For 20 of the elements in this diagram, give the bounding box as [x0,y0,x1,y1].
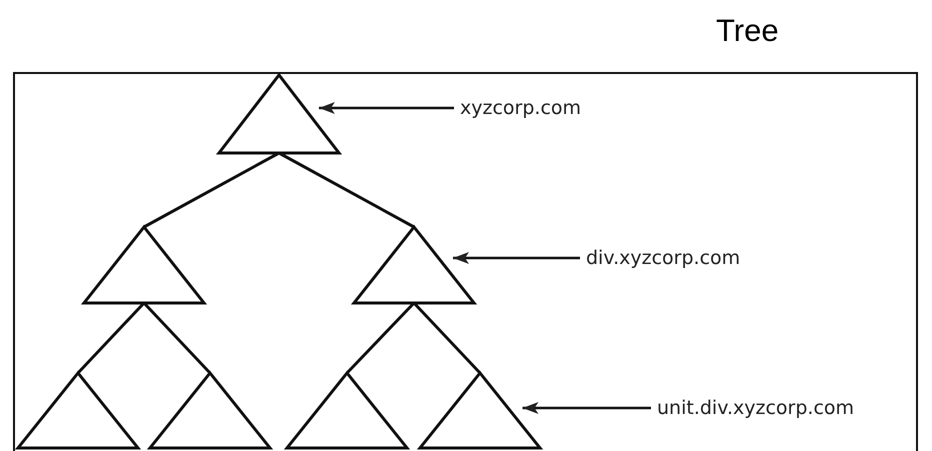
triangle-shape [83,226,205,304]
heading: Tree [716,14,779,48]
tree-branch-line [142,302,212,374]
tree-branch-line [76,302,146,374]
leader-arrow [453,252,580,264]
triangle-shape [419,372,541,449]
triangle-shape [17,372,139,449]
domain-label: xyzcorp.com [460,96,582,120]
leader-arrow [522,402,651,414]
leader-arrow [318,102,454,114]
triangle-shape [353,226,475,304]
triangle-shape [218,74,340,154]
tree-branch-line [346,302,416,374]
tree-branch-line [143,152,280,228]
triangle-shape [286,372,408,449]
domain-label: div.xyzcorp.com [586,246,740,270]
tree-branch-line [278,152,415,228]
triangle-shape [149,372,271,449]
tree-branch-line [412,302,482,374]
domain-label: unit.div.xyzcorp.com [657,396,854,420]
